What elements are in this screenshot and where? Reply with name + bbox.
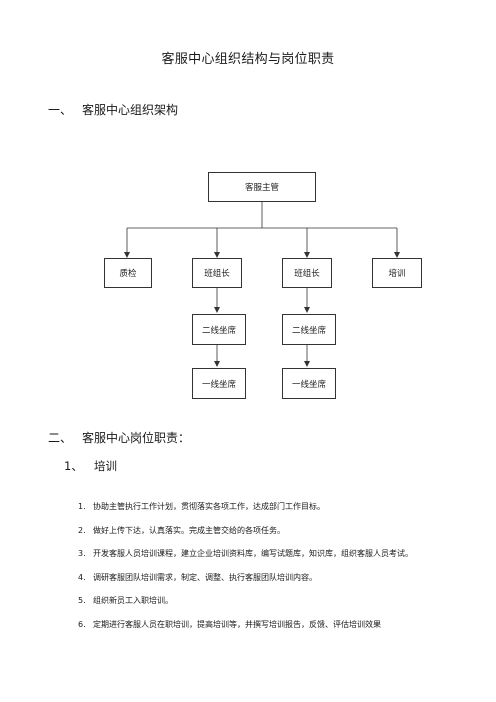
section-1-number: 一、 [48,103,73,117]
org-box-root: 客服主管 [208,172,316,202]
org-box-leader-1: 班组长 [192,258,242,288]
org-box-l2-1: 二线坐席 [192,314,246,345]
duty-list: 1.协助主管执行工作计划，贯彻落实各项工作，达成部门工作目标。 2.做好上传下达… [78,502,478,644]
duty-item: 2.做好上传下达，认真落实。完成主管交给的各项任务。 [78,525,285,535]
subsection-1-title: 培训 [94,459,117,473]
org-box-l3-1: 一线坐席 [192,368,246,399]
duty-item: 5.组织新员工入职培训。 [78,596,173,606]
duty-item: 3.开发客服人员培训课程，建立企业培训资料库，编写试题库，知识库，组织客服人员考… [78,549,413,559]
subsection-1-number: 1、 [64,459,83,473]
duty-item: 6.定期进行客服人员在职培训，提高培训等，并撰写培训报告，反馈、评估培训效果 [78,619,381,629]
section-1-title: 客服中心组织架构 [82,103,179,117]
org-box-qc: 质检 [104,258,152,288]
org-box-l3-2: 一线坐席 [282,368,336,399]
section-2-heading: 二、客服中心岗位职责： [48,429,190,446]
section-2-number: 二、 [48,431,73,445]
section-1-heading: 一、客服中心组织架构 [48,101,178,118]
document-title: 客服中心组织结构与岗位职责 [161,52,335,67]
org-box-l2-2: 二线坐席 [282,314,336,345]
duty-item: 1.协助主管执行工作计划，贯彻落实各项工作，达成部门工作目标。 [78,502,325,511]
org-box-leader-2: 班组长 [282,258,332,288]
subsection-1-heading: 1、培训 [64,458,117,474]
org-box-training: 培训 [372,258,422,288]
section-2-title: 客服中心岗位职责： [82,431,191,445]
duty-item: 4.调研客服团队培训需求，制定、调整、执行客服团队培训内容。 [78,572,317,582]
